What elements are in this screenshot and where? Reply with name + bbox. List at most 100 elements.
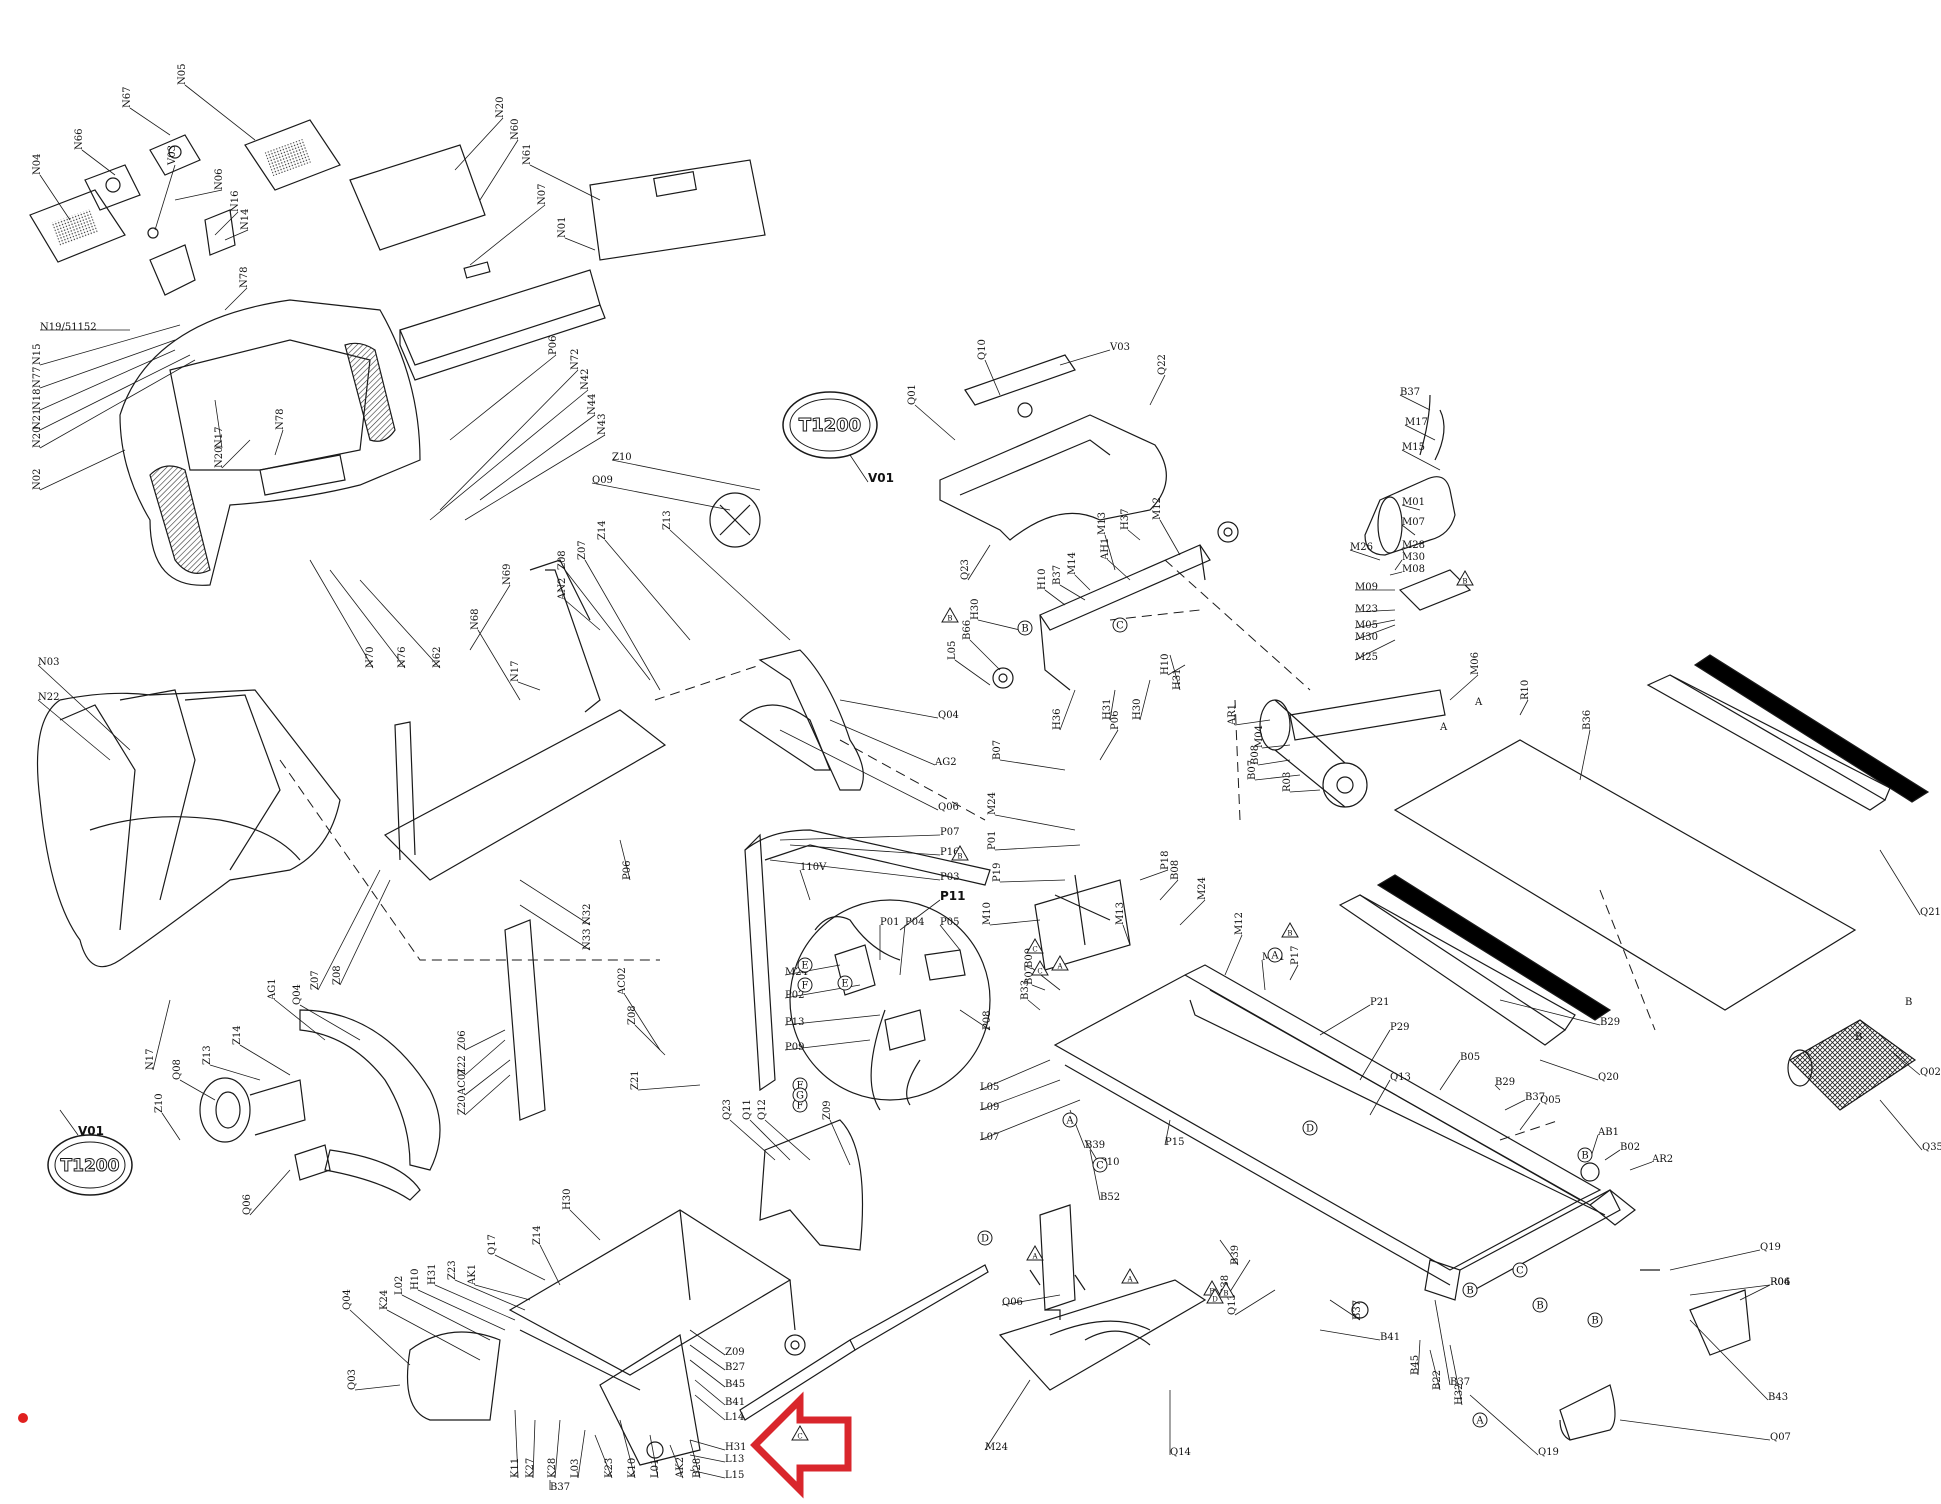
- leader-line: [1354, 609, 1396, 613]
- leader-line: [1122, 924, 1131, 946]
- leader-line: [954, 659, 991, 686]
- leader-line: [1359, 1029, 1391, 1081]
- callout-label: Z09: [725, 1347, 745, 1358]
- callout-label: M30: [1402, 552, 1425, 563]
- callout-label: V03: [167, 145, 178, 166]
- drive-pulley: [1322, 762, 1368, 808]
- leader-line: [569, 1209, 601, 1241]
- brand-badge-top: T1200: [782, 391, 878, 459]
- leader-line: [669, 529, 791, 641]
- leader-line: [454, 117, 504, 171]
- callout-label: Q23: [960, 559, 971, 580]
- callout-label: H36: [1052, 709, 1063, 730]
- callout-label: N68: [470, 609, 481, 630]
- callout-label: N42: [580, 369, 591, 390]
- leader-line: [694, 1394, 726, 1421]
- callout-label: Z14: [597, 520, 608, 540]
- leader-line: [564, 599, 601, 631]
- triangle-marker: B: [1217, 1281, 1235, 1298]
- callout-label: Q20: [1598, 1072, 1619, 1083]
- callout-label: Q11: [742, 1099, 753, 1120]
- callout-label: V01: [868, 471, 894, 485]
- circle-marker: E: [797, 957, 813, 973]
- callout-label: N14: [240, 209, 251, 230]
- triangle-marker: C: [1031, 959, 1049, 976]
- leader-line: [979, 1079, 1061, 1111]
- callout-label: H37: [1120, 509, 1131, 530]
- frame-rail-right: [1209, 989, 1591, 1206]
- triangle-marker: A: [1121, 1267, 1139, 1284]
- callout-label: L09: [980, 1102, 999, 1113]
- direction-letter: B: [1905, 997, 1912, 1008]
- leader-line: [1504, 1099, 1526, 1111]
- leader-line: [179, 1079, 216, 1101]
- callout-label: B41: [1380, 1332, 1400, 1343]
- leader-line: [1059, 349, 1111, 366]
- callout-label: B37: [1352, 1300, 1363, 1320]
- leader-line: [454, 1279, 526, 1311]
- leader-line: [417, 1289, 506, 1331]
- upright-left: [504, 919, 546, 1121]
- circle-marker-letter: F: [797, 1081, 804, 1092]
- callout-label: AK2: [675, 1457, 686, 1479]
- leader-line: [1089, 1149, 1101, 1201]
- leader-lines: [37, 84, 1923, 1490]
- leader-line: [1319, 1004, 1371, 1036]
- leader-line: [214, 399, 223, 449]
- circle-marker: B: [1462, 1282, 1478, 1298]
- leader-line: [1401, 504, 1421, 511]
- leader-line: [1261, 959, 1266, 991]
- leader-line: [1539, 1059, 1599, 1081]
- leader-line: [939, 924, 961, 951]
- lift-motor: [1039, 1204, 1076, 1311]
- circle-marker-letter: C: [1516, 1266, 1524, 1277]
- circle-marker-letter: B: [1021, 624, 1028, 635]
- callout-label: H31: [725, 1442, 746, 1453]
- leader-line: [1434, 1299, 1451, 1386]
- leader-line: [1404, 424, 1436, 441]
- callout-label: N60: [510, 119, 521, 140]
- hub-q08: [199, 1077, 251, 1143]
- leader-line: [1044, 589, 1066, 606]
- callout-label: Z10: [612, 452, 632, 463]
- callout-label: AR2: [1651, 1154, 1673, 1165]
- leader-line: [669, 1444, 684, 1479]
- callout-label: N07: [537, 184, 548, 205]
- leader-line: [689, 1439, 726, 1451]
- callout-label: B37: [1400, 387, 1420, 398]
- callout-label: B36: [1582, 710, 1593, 730]
- callout-label: K10: [627, 1458, 638, 1478]
- callout-label: L05: [980, 1082, 999, 1093]
- leader-line: [694, 1379, 726, 1406]
- callout-label: P06: [548, 336, 559, 355]
- circle-marker-letter: A: [1270, 951, 1279, 962]
- leader-line: [299, 1004, 361, 1041]
- direction-letter: B: [1855, 1032, 1862, 1043]
- leader-line: [1394, 559, 1403, 571]
- upright-top: [744, 829, 991, 886]
- leader-line: [1031, 984, 1046, 991]
- leader-line: [989, 919, 1041, 926]
- callout-label: N21: [32, 409, 43, 430]
- triangle-marker-letter: C: [1037, 968, 1042, 976]
- callout-label: M23: [1355, 604, 1378, 615]
- callout-label: H30: [562, 1189, 573, 1210]
- leader-line: [37, 664, 131, 751]
- circle-marker-letter: C: [1096, 1161, 1104, 1172]
- leader-line: [1104, 534, 1116, 571]
- callout-label: Q02: [1920, 1067, 1941, 1078]
- leader-line: [1879, 849, 1921, 916]
- leader-line: [624, 994, 661, 1051]
- callout-label: L14: [725, 1412, 744, 1423]
- direction-letter: A: [1474, 697, 1483, 708]
- callout-label: P07: [940, 827, 959, 838]
- callout-label: Z22: [457, 1055, 468, 1075]
- leader-line: [1494, 1084, 1501, 1091]
- callout-label: P03: [940, 872, 959, 883]
- callout-label: AK1: [467, 1264, 478, 1286]
- callout-label: Q09: [592, 475, 613, 486]
- callout-label: B37: [1450, 1377, 1470, 1388]
- leader-line: [604, 539, 691, 641]
- leader-line: [729, 1119, 776, 1161]
